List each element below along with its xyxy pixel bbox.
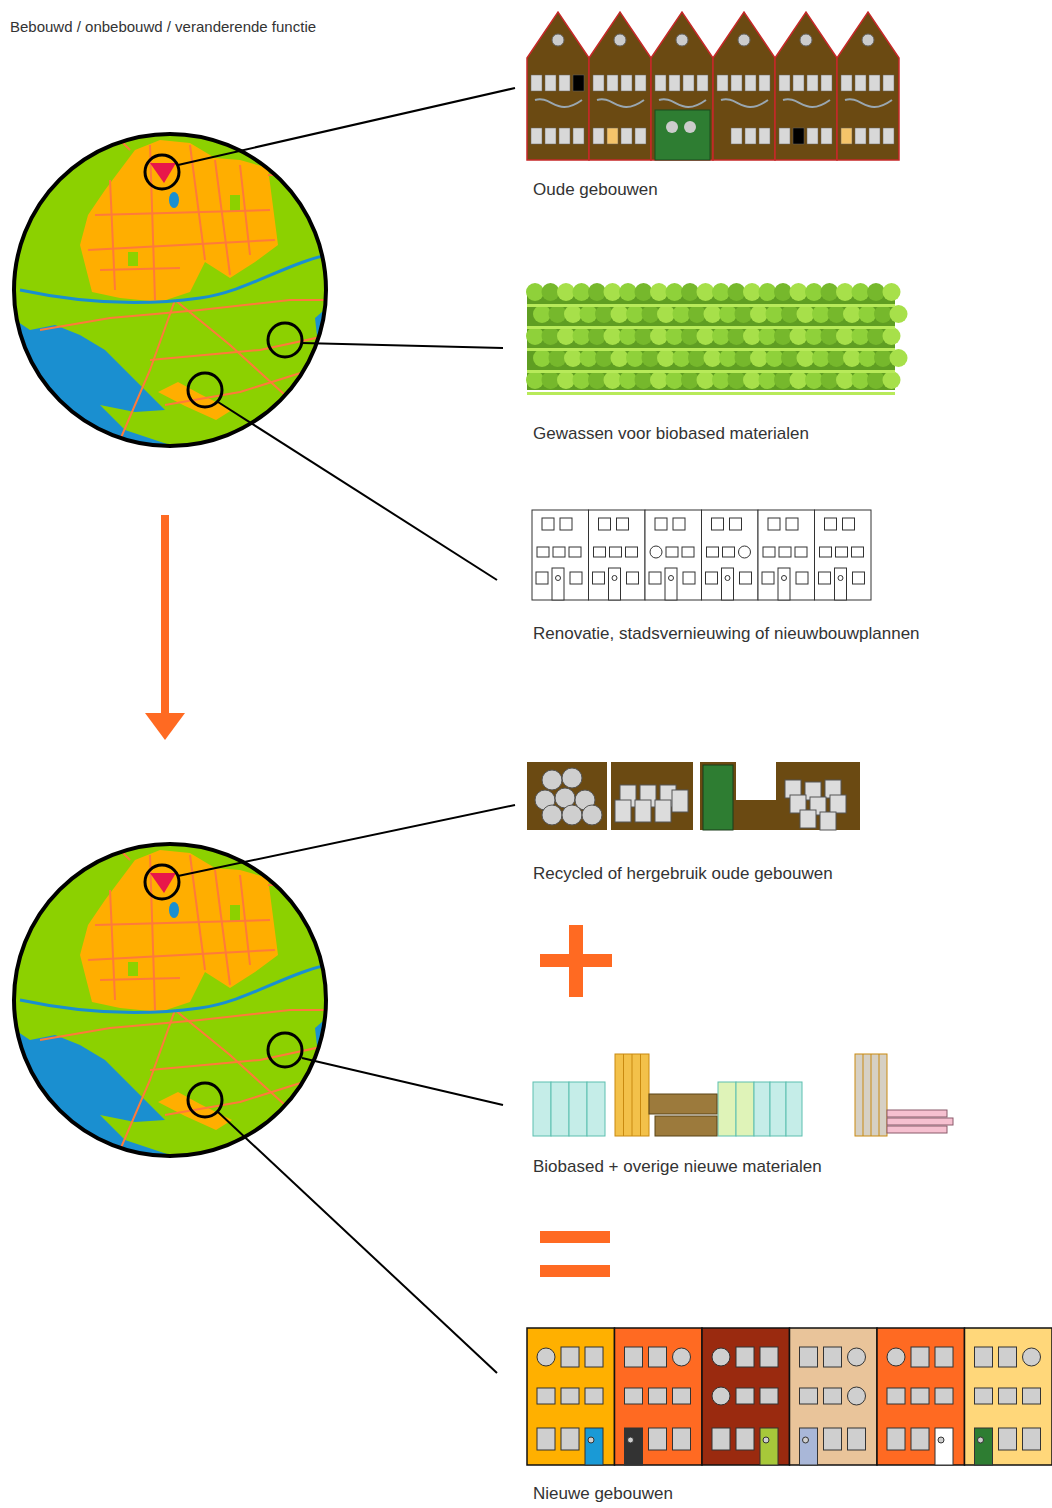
illustration-caption-box: Nieuwe gebouwen — [531, 1484, 675, 1504]
new-materials — [533, 1054, 953, 1136]
equals-sign — [540, 1265, 610, 1277]
illustration-caption-box: Gewassen voor biobased materialen — [531, 424, 811, 444]
leader-line — [218, 1112, 497, 1373]
leader-line — [302, 343, 503, 348]
arrow-head — [145, 713, 185, 740]
caption: Recycled of hergebruik oude gebouwen — [531, 864, 835, 884]
caption: Gewassen voor biobased materialen — [531, 424, 811, 444]
old-buildings — [527, 12, 899, 160]
arrow — [161, 515, 169, 715]
leader-line — [178, 88, 515, 165]
map — [0, 830, 340, 1170]
illustration-caption-box: Recycled of hergebruik oude gebouwen — [531, 864, 835, 884]
caption: Oude gebouwen — [531, 180, 660, 200]
caption: Nieuwe gebouwen — [531, 1484, 675, 1504]
crops — [526, 283, 908, 395]
leader-line — [178, 805, 515, 876]
equals-sign — [540, 1231, 610, 1243]
leader-line — [302, 1058, 503, 1105]
illustration-caption-box: Renovatie, stadsvernieuwing of nieuwbouw… — [531, 624, 922, 644]
plus-sign — [569, 925, 583, 997]
new-buildings — [527, 1328, 1052, 1465]
caption: Renovatie, stadsvernieuwing of nieuwbouw… — [531, 624, 922, 644]
map — [0, 120, 340, 460]
illustration-caption-box: Biobased + overige nieuwe materialen — [531, 1157, 824, 1177]
plan-buildings — [532, 510, 871, 600]
diagram-title: Bebouwd / onbebouwd / veranderende funct… — [10, 18, 316, 35]
caption: Biobased + overige nieuwe materialen — [531, 1157, 824, 1177]
leader-line — [218, 402, 497, 580]
recycled-materials — [527, 762, 860, 830]
illustration-caption-box: Oude gebouwen — [531, 180, 660, 200]
